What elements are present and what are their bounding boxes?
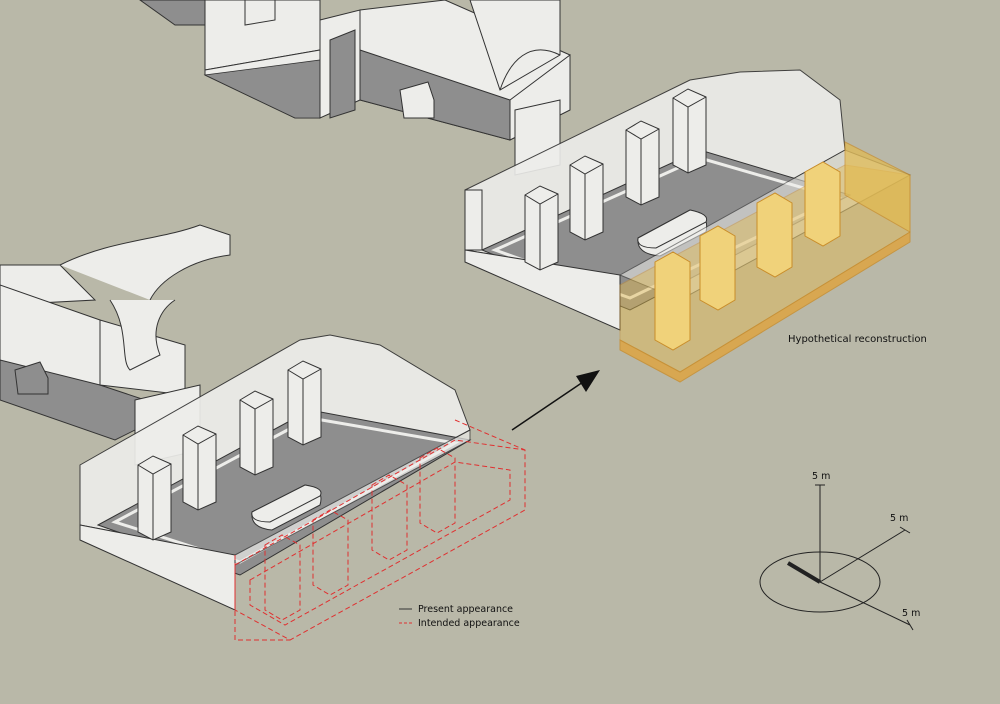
reconstruction-volume <box>619 141 911 383</box>
legend: Present appearance Intended appearance <box>399 604 520 629</box>
intended-volume <box>234 419 526 641</box>
legend-present-label: Present appearance <box>418 604 513 615</box>
scale-right-label: 5 m <box>890 513 908 524</box>
scale-bottom-label: 5 m <box>902 608 920 619</box>
legend-intended-label: Intended appearance <box>418 618 520 629</box>
lower-model-corridor <box>0 224 231 466</box>
scale-vertical-label: 5 m <box>812 471 830 482</box>
reconstruction-label: Hypothetical reconstruction <box>788 334 927 345</box>
scale-indicator <box>759 484 914 631</box>
upper-model-corridor <box>139 0 571 176</box>
transition-arrow <box>511 370 600 431</box>
